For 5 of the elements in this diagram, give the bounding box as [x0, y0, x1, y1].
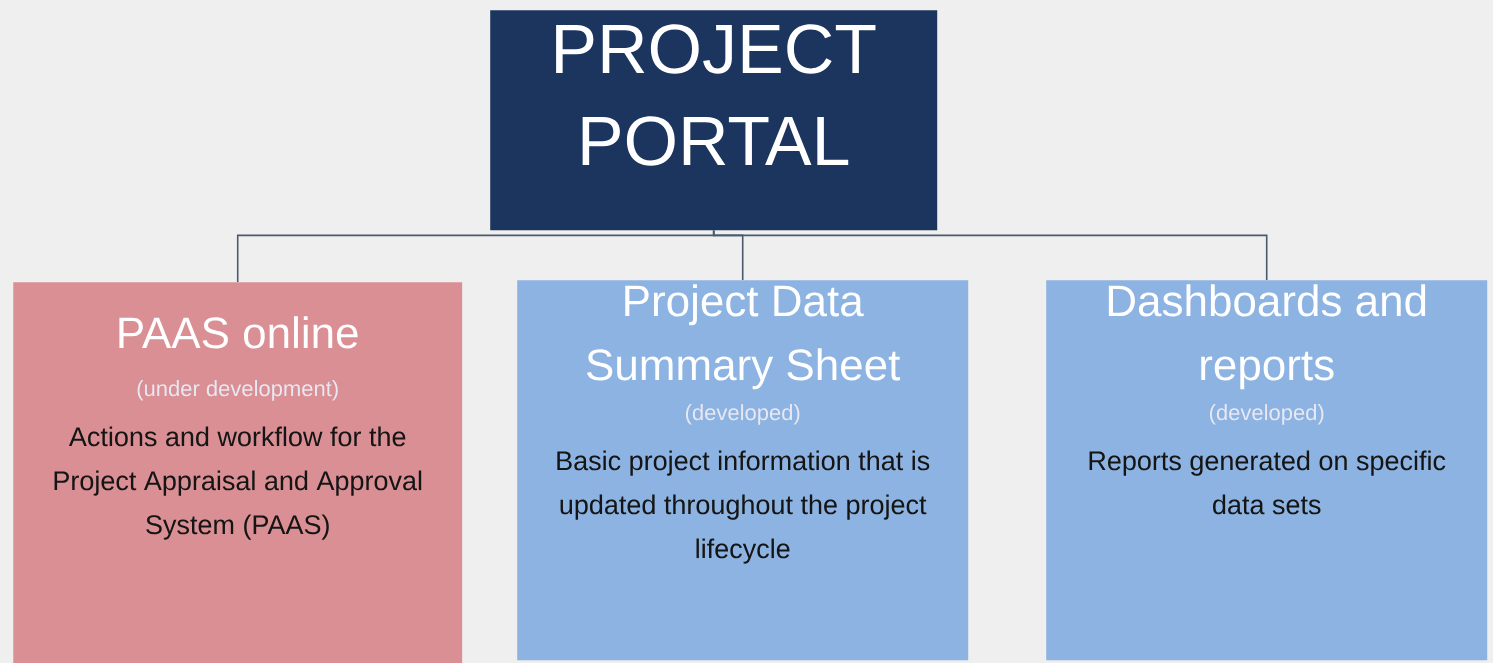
category-box: Project Data Summary Sheet (developed) Basic project information that is updated throughout the project lifecycle [517, 280, 969, 661]
connector-line [712, 229, 1268, 281]
title-box: PROJECT PORTAL [490, 10, 938, 231]
category-box: PAAS online (under development) Actions and workflow for the Project Appraisal and Approval System (PAAS) [13, 282, 463, 663]
category-box: Dashboards and reports (developed) Reports generated on specific data sets [1046, 280, 1488, 661]
